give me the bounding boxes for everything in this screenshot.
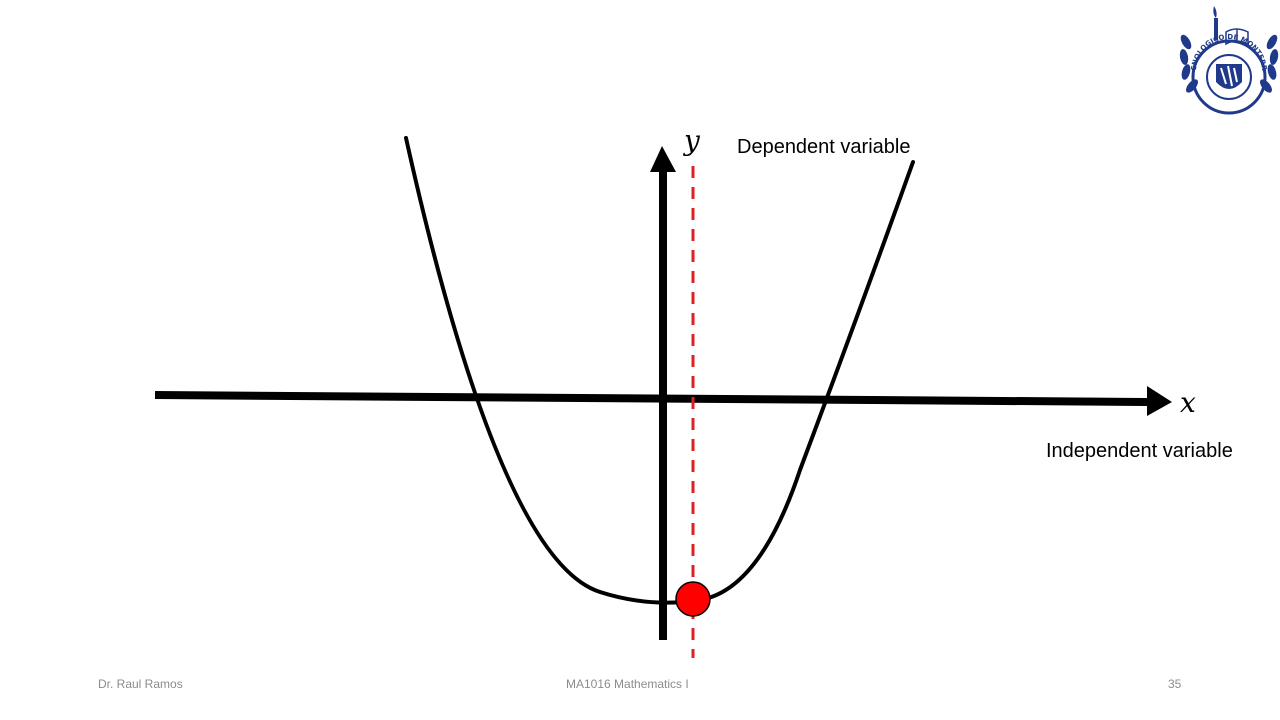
torch-icon [1213,6,1218,40]
footer-course: MA1016 Mathematics I [566,677,689,691]
university-seal-logo: TECNOLOGICO DE MONTERREY [1176,2,1279,115]
footer-author: Dr. Raul Ramos [98,677,183,691]
footer-page-number: 35 [1168,677,1182,691]
y-axis-label: y [682,124,701,157]
highlighted-point [675,581,711,617]
svg-text:TECNOLOGICO DE MONTERREY: TECNOLOGICO DE MONTERREY [1176,2,1268,72]
x-axis-arrowhead [1147,386,1172,416]
seal-text: TECNOLOGICO DE MONTERREY [1176,2,1268,72]
shield-icon [1216,64,1242,89]
laurel-icon [1179,34,1279,93]
dependent-variable-label: Dependent variable [737,136,910,158]
x-axis [154,391,1151,406]
x-axis-label: x [1180,386,1196,419]
independent-variable-label: Independent variable [1046,440,1233,462]
y-axis-arrowhead [650,146,676,172]
